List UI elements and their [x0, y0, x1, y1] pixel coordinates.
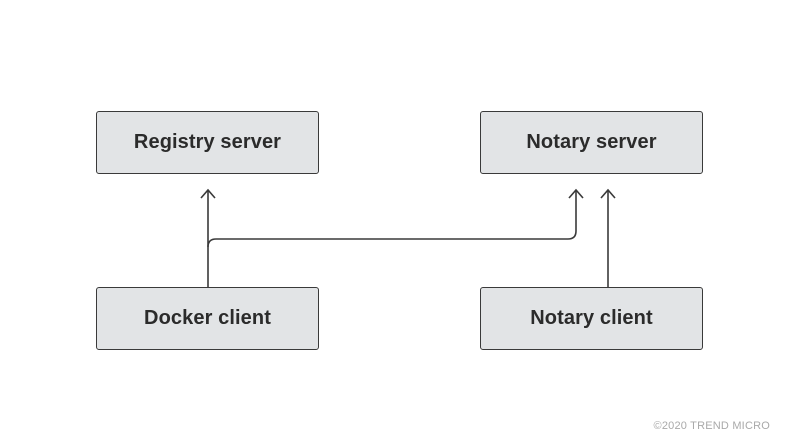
registry-arrowhead [200, 188, 216, 199]
notary-server-label: Notary server [526, 131, 657, 153]
notary-client-node: Notary client [480, 287, 703, 350]
notary-server-right-arrowhead [600, 188, 616, 199]
notary-client-label: Notary client [530, 307, 653, 329]
docker-client-label: Docker client [144, 307, 271, 329]
registry-server-node: Registry server [96, 111, 319, 174]
docker-to-notary-server-line [207, 190, 577, 248]
notary-server-left-arrowhead [568, 188, 584, 199]
copyright-text: ©2020 TREND MICRO [653, 420, 770, 432]
docker-client-node: Docker client [96, 287, 319, 350]
registry-server-label: Registry server [133, 131, 282, 153]
notary-server-node: Notary server [480, 111, 703, 174]
